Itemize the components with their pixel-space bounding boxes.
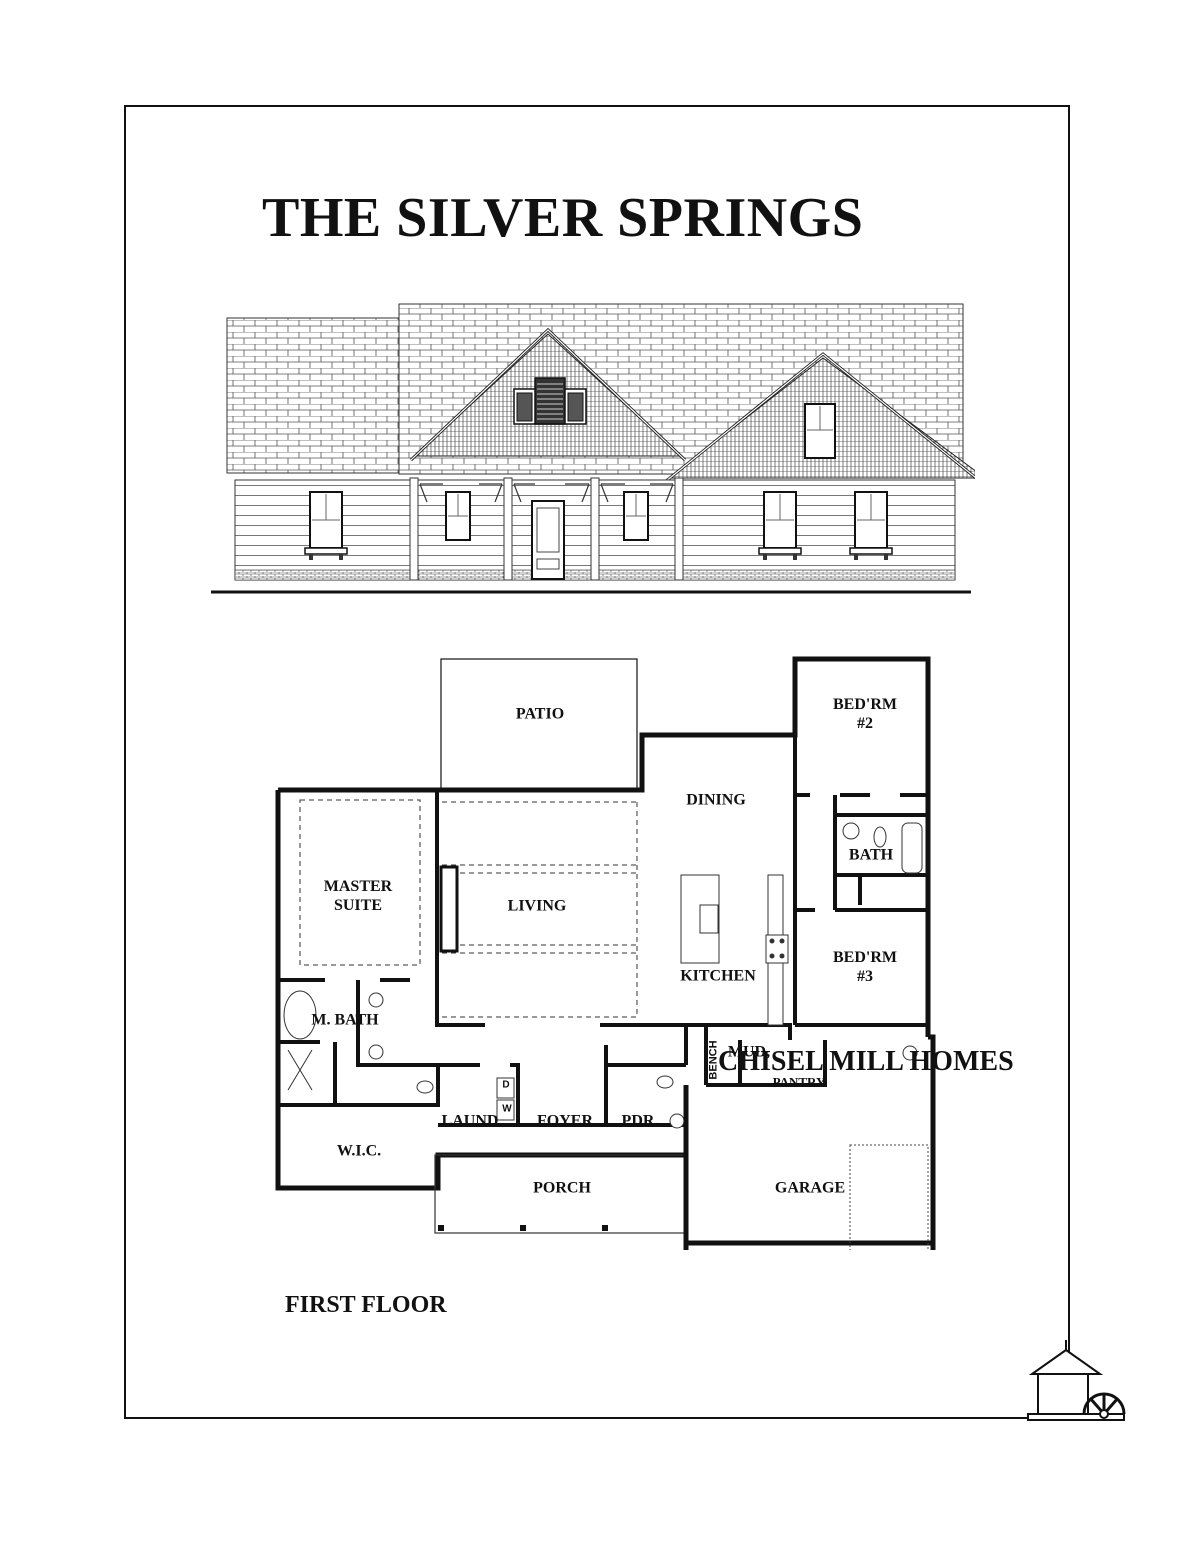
room-master-name: MASTER xyxy=(323,878,393,895)
room-powder: PDR. xyxy=(621,1112,659,1130)
room-master-suffix: SUITE xyxy=(333,897,383,914)
room-dining: DINING xyxy=(686,791,746,809)
room-master-bath: M. BATH xyxy=(311,1011,379,1029)
room-bath: BATH xyxy=(848,846,894,864)
room-patio: PATIO xyxy=(515,705,565,723)
chisel-mill-logo-icon xyxy=(1027,1340,1126,1421)
room-kitchen: KITCHEN xyxy=(680,967,756,985)
room-walk-in-closet: W.I.C. xyxy=(336,1142,382,1160)
plan-title: THE SILVER SPRINGS xyxy=(262,187,864,249)
first-floor-plan xyxy=(275,656,936,1250)
room-garage: GARAGE xyxy=(774,1179,846,1197)
room-bedroom-3: BED'RM #3 xyxy=(833,948,897,986)
room-living: LIVING xyxy=(507,897,567,915)
room-laundry: LAUND. xyxy=(441,1112,503,1130)
brand-name-text: CHISEL MILL HOMES xyxy=(718,1046,1014,1077)
room-bedroom-2-name: BED'RM xyxy=(833,696,897,713)
washer-label: W xyxy=(502,1103,512,1115)
room-bedroom-2: BED'RM #2 xyxy=(833,695,897,733)
room-porch: PORCH xyxy=(533,1179,591,1197)
room-mud: MUD, xyxy=(727,1043,771,1061)
room-foyer: FOYER xyxy=(537,1112,593,1130)
brand-name: CHISEL MILL HOMES xyxy=(718,1046,1014,1078)
room-pantry: PANTRY xyxy=(772,1074,826,1090)
room-bedroom-2-number: #2 xyxy=(857,715,873,732)
room-bedroom-3-name: BED'RM xyxy=(833,949,897,966)
front-elevation-drawing xyxy=(211,303,975,594)
dryer-label: D xyxy=(502,1079,510,1091)
floor-label: FIRST FLOOR xyxy=(285,1292,447,1318)
page-border xyxy=(124,105,1070,1419)
room-master-suite: MASTER SUITE xyxy=(324,877,392,915)
room-bedroom-3-number: #3 xyxy=(857,968,873,985)
